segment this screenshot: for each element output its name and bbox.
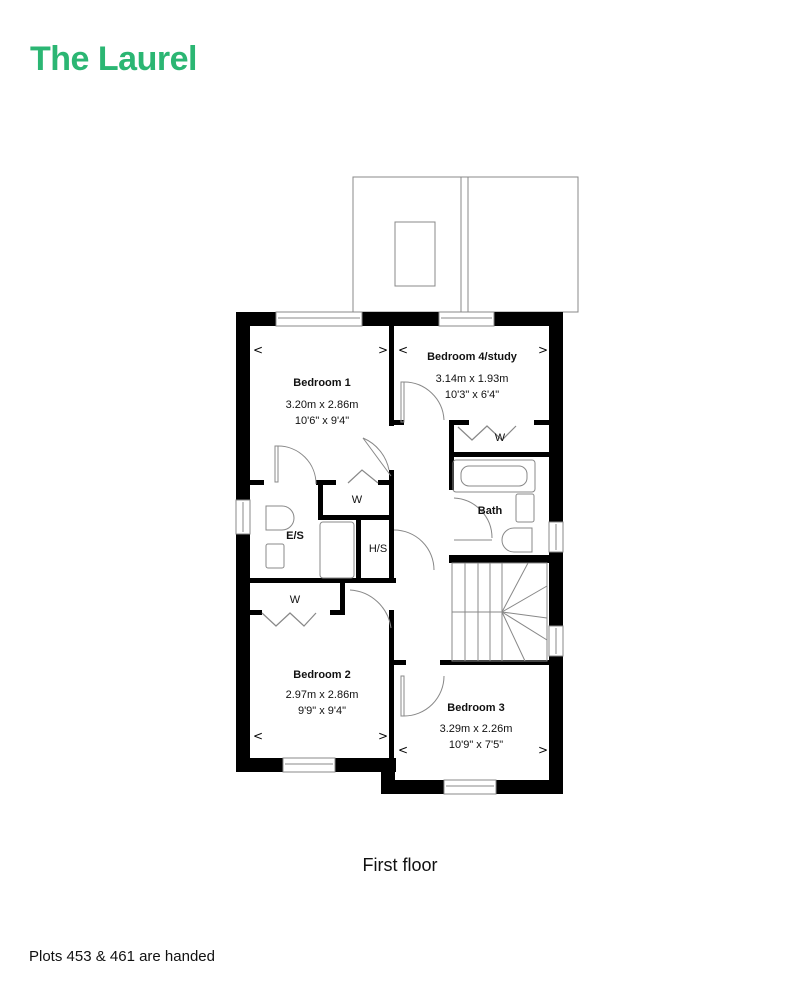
- svg-text:>: >: [378, 343, 388, 357]
- windows: [235, 311, 564, 795]
- page-title: The Laurel: [30, 40, 197, 78]
- wardrobe-doors: [261, 425, 517, 627]
- svg-text:<: <: [253, 729, 263, 743]
- handed-plots-note: Plots 453 & 461 are handed: [29, 948, 215, 965]
- svg-text:Bedroom 1: Bedroom 1: [293, 377, 350, 389]
- wardrobe-bedroom1: W: [352, 494, 363, 506]
- roof-outline: [352, 176, 579, 313]
- room-hot-store: H/S: [369, 543, 387, 555]
- svg-text:<: <: [253, 343, 263, 357]
- fixtures: [265, 459, 548, 662]
- wardrobe-bedroom2: W: [290, 594, 301, 606]
- svg-text:>: >: [538, 743, 548, 757]
- svg-text:10'9" x 7'5": 10'9" x 7'5": [449, 739, 503, 751]
- svg-text:Bedroom 4/study: Bedroom 4/study: [427, 351, 518, 363]
- wardrobe-bedroom4: W: [495, 432, 506, 444]
- room-ensuite: E/S: [286, 530, 304, 542]
- room-bath: Bath: [478, 505, 503, 517]
- svg-text:>: >: [538, 343, 548, 357]
- room-bedroom1: Bedroom 1 3.20m x 2.86m 10'6" x 9'4": [286, 377, 359, 427]
- svg-text:Bedroom 2: Bedroom 2: [293, 669, 350, 681]
- svg-text:2.97m x 2.86m: 2.97m x 2.86m: [286, 689, 359, 701]
- room-bedroom2: Bedroom 2 2.97m x 2.86m 9'9" x 9'4": [286, 669, 359, 717]
- dimension-arrows: < > < > < > < >: [253, 343, 548, 757]
- svg-text:<: <: [398, 343, 408, 357]
- svg-text:<: <: [398, 743, 408, 757]
- svg-text:3.14m x 1.93m: 3.14m x 1.93m: [436, 373, 509, 385]
- external-walls: [236, 312, 563, 794]
- svg-text:9'9" x 9'4": 9'9" x 9'4": [298, 705, 346, 717]
- svg-text:Bedroom 3: Bedroom 3: [447, 702, 504, 714]
- floor-label: First floor: [362, 855, 438, 875]
- svg-text:3.29m x 2.26m: 3.29m x 2.26m: [440, 723, 513, 735]
- doors: [274, 381, 493, 717]
- room-bedroom4: Bedroom 4/study 3.14m x 1.93m 10'3" x 6'…: [427, 351, 518, 401]
- svg-text:10'6" x 9'4": 10'6" x 9'4": [295, 415, 349, 427]
- svg-text:3.20m x 2.86m: 3.20m x 2.86m: [286, 399, 359, 411]
- internal-walls: [250, 326, 549, 760]
- room-bedroom3: Bedroom 3 3.29m x 2.26m 10'9" x 7'5": [440, 702, 513, 751]
- svg-text:>: >: [378, 729, 388, 743]
- svg-text:10'3" x 6'4": 10'3" x 6'4": [445, 389, 499, 401]
